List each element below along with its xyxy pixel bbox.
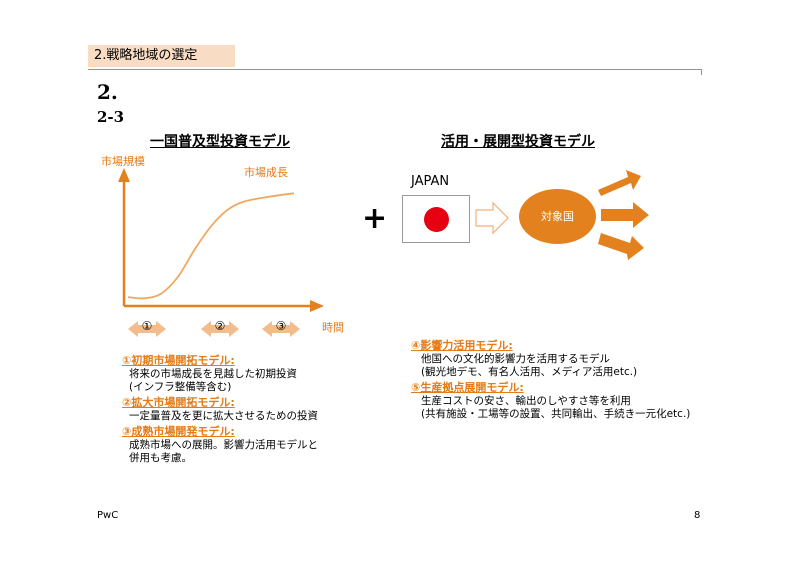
phase-label-1: ① bbox=[141, 319, 153, 333]
japan-flag bbox=[402, 195, 470, 243]
left-item-1-line-2: (インフラ整備等含む) bbox=[129, 381, 232, 393]
right-item-4-line-2: (観光地デモ、有名人活用、メディア活用etc.) bbox=[421, 366, 638, 378]
section-header: 2.戦略地域の選定 bbox=[88, 45, 235, 67]
market-growth-line bbox=[127, 192, 295, 300]
left-item-2-title: ②拡大市場開拓モデル: bbox=[122, 396, 235, 409]
heading-number: 2. bbox=[97, 80, 118, 104]
section-title: 2.戦略地域の選定 bbox=[94, 48, 198, 63]
phase-arrow-2 bbox=[201, 321, 239, 337]
chart-x-axis-arrowhead bbox=[310, 300, 324, 312]
header-rule-cap bbox=[701, 69, 702, 75]
right-item-5-line-1: 生産コストの安さ、輸出のしやすさ等を利用 bbox=[421, 395, 631, 407]
left-item-2-line-1: 一定量普及を更に拡大させるための投資 bbox=[129, 410, 318, 422]
right-model-title: 活用・展開型投資モデル bbox=[441, 134, 595, 150]
right-item-4-title: ④影響力活用モデル: bbox=[411, 339, 513, 352]
phase-arrows bbox=[128, 321, 300, 337]
japan-label: JAPAN bbox=[411, 174, 450, 189]
left-item-3-line-1: 成熟市場への展開。影響力活用モデルと bbox=[129, 439, 318, 451]
export-arrows bbox=[598, 170, 649, 260]
chart-y-label: 市場規模 bbox=[101, 155, 145, 168]
left-item-3-title: ③成熟市場開発モデル: bbox=[122, 425, 235, 438]
left-item-1-line-1: 将来の市場成長を見越した初期投資 bbox=[129, 368, 297, 380]
chart-x-label: 時間 bbox=[322, 321, 344, 334]
phase-label-3: ③ bbox=[275, 319, 287, 333]
left-item-1-title: ①初期市場開拓モデル: bbox=[122, 354, 235, 367]
target-country-label: 対象国 bbox=[541, 210, 574, 223]
heading-sub-number: 2-3 bbox=[97, 108, 125, 126]
left-item-3-line-2: 併用も考慮。 bbox=[129, 452, 192, 464]
page-number: 8 bbox=[694, 510, 701, 521]
header-rule bbox=[88, 69, 702, 70]
right-item-4: ④影響力活用モデル: 他国への文化的影響力を活用するモデル (観光地デモ、有名人… bbox=[411, 337, 690, 379]
chart-series-label: 市場成長 bbox=[244, 166, 288, 179]
transfer-arrow bbox=[475, 201, 509, 235]
chart-y-axis-arrowhead bbox=[118, 168, 130, 182]
phase-label-2: ② bbox=[214, 319, 226, 333]
right-item-5-title: ⑤生産拠点展開モデル: bbox=[411, 381, 524, 394]
right-item-5: ⑤生産拠点展開モデル: 生産コストの安さ、輸出のしやすさ等を利用 (共有施設・工… bbox=[411, 379, 690, 421]
japan-flag-circle bbox=[424, 207, 449, 232]
left-model-items: ①初期市場開拓モデル: 将来の市場成長を見越した初期投資 (インフラ整備等含む)… bbox=[122, 352, 318, 465]
left-item-1: ①初期市場開拓モデル: 将来の市場成長を見越した初期投資 (インフラ整備等含む) bbox=[122, 352, 318, 394]
target-country-ellipse: 対象国 bbox=[519, 189, 596, 244]
plus-sign: + bbox=[362, 201, 388, 236]
export-arrow-down bbox=[598, 233, 644, 260]
right-item-5-line-2: (共有施設・工場等の設置、共同輸出、手続き一元化etc.) bbox=[421, 408, 691, 420]
left-item-2: ②拡大市場開拓モデル: 一定量普及を更に拡大させるための投資 bbox=[122, 394, 318, 423]
phase-arrow-1 bbox=[128, 321, 166, 337]
left-item-3: ③成熟市場開発モデル: 成熟市場への展開。影響力活用モデルと 併用も考慮。 bbox=[122, 423, 318, 465]
export-arrow-up bbox=[598, 170, 641, 196]
right-model-items: ④影響力活用モデル: 他国への文化的影響力を活用するモデル (観光地デモ、有名人… bbox=[411, 337, 690, 421]
phase-arrow-3 bbox=[262, 321, 300, 337]
right-item-4-line-1: 他国への文化的影響力を活用するモデル bbox=[421, 353, 610, 365]
left-model-title: 一国普及型投資モデル bbox=[150, 134, 290, 150]
export-arrow-right bbox=[601, 202, 649, 228]
footer-brand: PwC bbox=[97, 510, 119, 521]
